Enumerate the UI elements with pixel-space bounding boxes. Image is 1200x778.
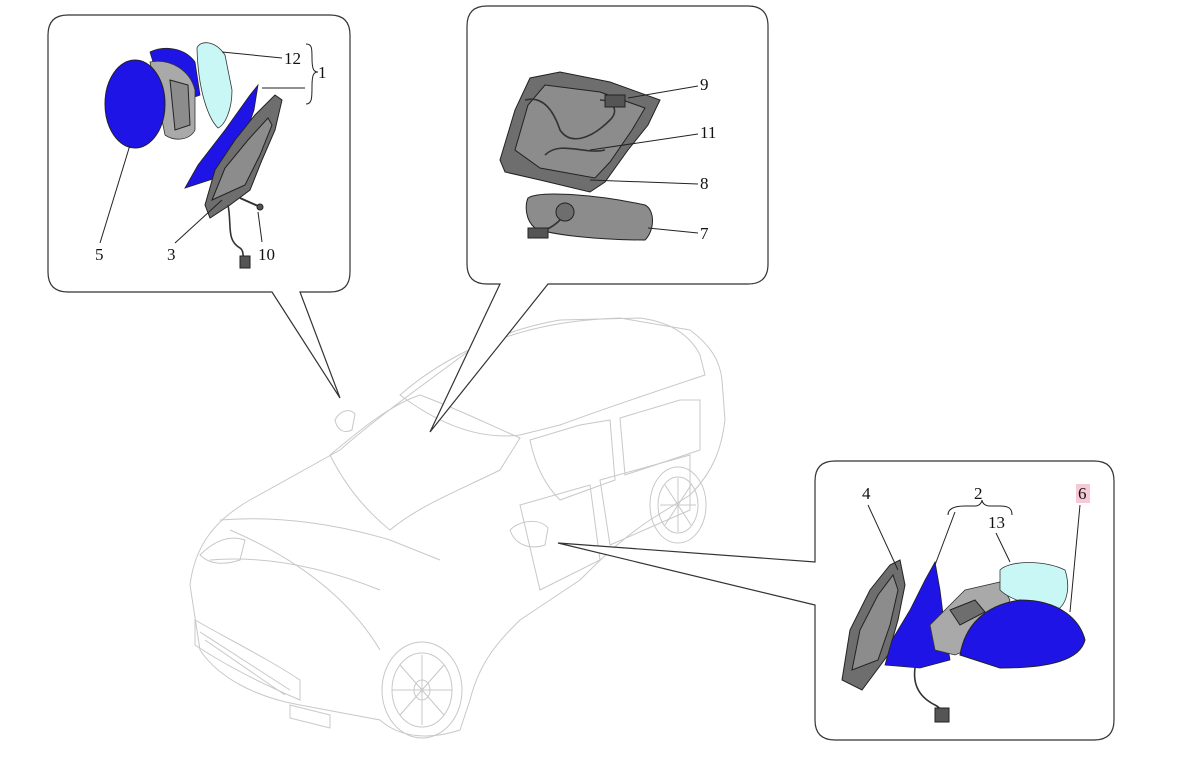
- label-6: 6: [1078, 484, 1087, 503]
- car-outline: [189, 317, 726, 739]
- label-10: 10: [258, 245, 275, 264]
- mirror-glass-12: [196, 42, 233, 129]
- callout-labels: 12 1 5 3 10 9 11 8 7 4 2 13 6: [95, 49, 1090, 532]
- label-8: 8: [700, 174, 709, 193]
- left-mirror-assembly: [104, 42, 283, 269]
- label-1: 1: [318, 63, 327, 82]
- mirror-cap-5: [104, 59, 166, 149]
- label-9: 9: [700, 75, 709, 94]
- label-12: 12: [284, 49, 301, 68]
- interior-mirror-assembly: [499, 71, 661, 241]
- label-6-highlight: [1076, 484, 1090, 503]
- screw-10: [239, 197, 259, 207]
- leader-lines: [99, 43, 1081, 613]
- label-5: 5: [95, 245, 104, 264]
- label-7: 7: [700, 224, 709, 243]
- mirror-cap-6: [959, 599, 1086, 669]
- callout-box-right-mirror: [557, 460, 1115, 741]
- label-13: 13: [988, 513, 1005, 532]
- right-mirror-assembly: [841, 559, 1086, 723]
- label-4: 4: [862, 484, 871, 503]
- label-3: 3: [167, 245, 176, 264]
- label-2: 2: [974, 484, 983, 503]
- interior-mirror-7: [525, 193, 653, 241]
- label-11: 11: [700, 123, 716, 142]
